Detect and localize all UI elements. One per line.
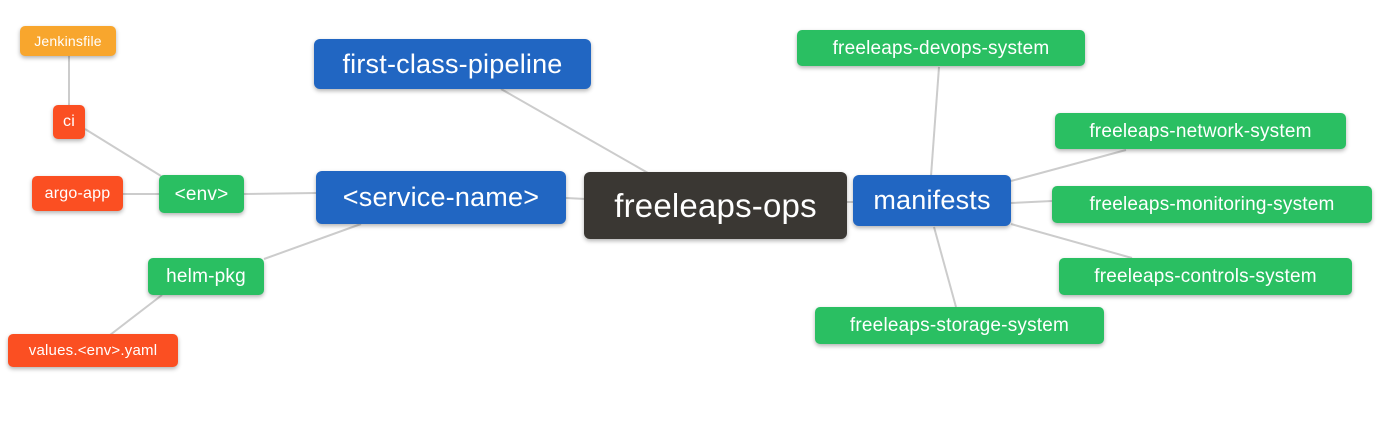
node-freeleaps-ops[interactable]: freeleaps-ops <box>584 172 847 239</box>
node-manifests[interactable]: manifests <box>853 175 1011 226</box>
edge-manifests-monitoring-system <box>1010 200 1053 204</box>
node-helm-pkg[interactable]: helm-pkg <box>148 258 264 295</box>
node-first-class-pipeline[interactable]: first-class-pipeline <box>314 39 591 89</box>
edge-ci-env <box>84 128 162 177</box>
edge-manifests-devops-system <box>930 66 940 177</box>
node-ci[interactable]: ci <box>53 105 85 139</box>
edge-service-name-freeleaps-ops <box>565 197 587 200</box>
edge-manifests-storage-system <box>933 226 957 308</box>
node-env[interactable]: <env> <box>159 175 244 213</box>
edge-helm-pkg-values-env-yaml <box>109 294 163 336</box>
edge-manifests-controls-system <box>1010 223 1133 259</box>
node-values-env-yaml[interactable]: values.<env>.yaml <box>8 334 178 367</box>
node-service-name[interactable]: <service-name> <box>316 171 566 224</box>
node-freeleaps-network-system[interactable]: freeleaps-network-system <box>1055 113 1346 149</box>
edge-env-service-name <box>243 192 317 195</box>
node-freeleaps-devops-system[interactable]: freeleaps-devops-system <box>797 30 1085 66</box>
edge-service-name-helm-pkg <box>263 223 362 260</box>
node-freeleaps-controls-system[interactable]: freeleaps-controls-system <box>1059 258 1352 295</box>
edge-first-class-pipeline-ops <box>500 88 649 174</box>
node-argo-app[interactable]: argo-app <box>32 176 123 211</box>
node-jenkinsfile[interactable]: Jenkinsfile <box>20 26 116 56</box>
node-freeleaps-storage-system[interactable]: freeleaps-storage-system <box>815 307 1104 344</box>
edge-manifests-network-system <box>1010 149 1127 182</box>
node-freeleaps-monitoring-system[interactable]: freeleaps-monitoring-system <box>1052 186 1372 223</box>
